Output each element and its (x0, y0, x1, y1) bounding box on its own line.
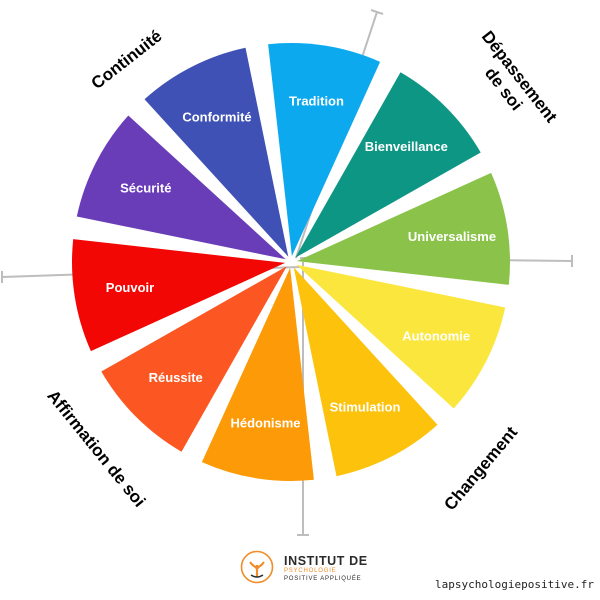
institute-logo: INSTITUT DE PSYCHOLOGIE POSITIVE APPLIQU… (240, 548, 370, 588)
wheel-segment-label: Pouvoir (106, 280, 154, 295)
wheel-segment (295, 72, 481, 258)
wheel-segment-label: Stimulation (330, 400, 401, 415)
quadrant-label-changement: Changement (440, 423, 521, 514)
wheel-segment-label: Sécurité (120, 181, 171, 196)
wheel-segment (296, 264, 506, 409)
wheel-segment (296, 172, 511, 285)
wheel-segment-labels: TraditionBienveillanceUniversalismeAuton… (106, 94, 496, 431)
wheel-segment (201, 267, 314, 482)
website-credit: lapsychologiepositive.fr (435, 578, 594, 591)
wheel-segment-label: Bienveillance (365, 139, 448, 154)
wheel-segment (71, 239, 286, 352)
wheel-segment-label: Réussite (149, 370, 203, 385)
logo-tagline: POSITIVE APPLIQUÉE (284, 576, 362, 582)
quadrant-label-continuite: Continuité (88, 26, 166, 93)
wheel-segments (71, 42, 511, 482)
wheel-axis-cap (370, 9, 384, 15)
wheel-segment-label: Conformité (182, 109, 251, 124)
tree-hand-icon (240, 550, 274, 584)
logo-subtitle: PSYCHOLOGIE (284, 568, 337, 574)
logo-title: INSTITUT DE (284, 554, 368, 568)
wheel-segment-label: Tradition (289, 94, 344, 109)
wheel-segment (76, 115, 286, 260)
wheel-segment-label: Universalisme (408, 229, 496, 244)
wheel-segment (101, 266, 287, 452)
wheel-segment (144, 47, 289, 257)
wheel-segment (293, 267, 438, 477)
quadrant-label-depassement: Dépassement de soi (478, 27, 561, 126)
wheel-segment-label: Hédonisme (230, 416, 300, 431)
wheel-segment-label: Autonomie (402, 329, 470, 344)
wheel-segment (268, 42, 381, 257)
